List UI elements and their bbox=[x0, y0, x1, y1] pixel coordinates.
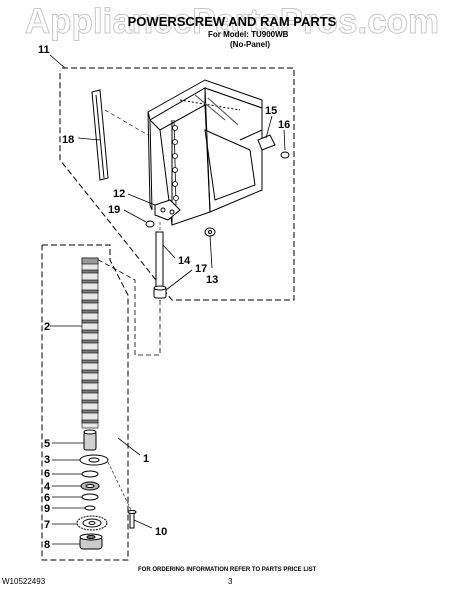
callout-7: 7 bbox=[44, 519, 50, 531]
document-number: W10522493 bbox=[2, 577, 46, 586]
callout-4: 4 bbox=[44, 481, 51, 493]
part-9-washer bbox=[84, 505, 96, 511]
watermark-text: AppliancePartsPros.com bbox=[24, 2, 440, 42]
callout-3: 3 bbox=[44, 454, 50, 466]
callout-15: 15 bbox=[265, 105, 277, 117]
ordering-note: FOR ORDERING INFORMATION REFER TO PARTS … bbox=[138, 567, 317, 573]
callout-2: 2 bbox=[44, 321, 50, 333]
callout-6-lower: 6 bbox=[44, 492, 50, 504]
part-13-nut bbox=[204, 227, 216, 237]
diagram-title: POWERSCREW AND RAM PARTS bbox=[127, 14, 337, 29]
powerscrew-assembly-outline bbox=[41, 244, 129, 561]
leader-1 bbox=[117, 437, 141, 456]
callout-5: 5 bbox=[44, 438, 50, 450]
callout-16: 16 bbox=[278, 119, 290, 131]
callout-10: 10 bbox=[155, 526, 167, 538]
part-6-washer-upper bbox=[81, 470, 99, 478]
part-8-nut bbox=[79, 533, 103, 550]
callout-9: 9 bbox=[44, 503, 50, 515]
leader-11 bbox=[49, 54, 66, 69]
callout-19: 19 bbox=[108, 204, 120, 216]
part-17-nut bbox=[153, 285, 167, 299]
part-5-collar bbox=[83, 429, 97, 451]
part-4-bearing bbox=[80, 481, 100, 491]
part-19-screw bbox=[145, 220, 155, 228]
ram-chain bbox=[172, 119, 179, 206]
part-3-plate bbox=[79, 454, 109, 466]
part-12-bracket bbox=[154, 199, 181, 221]
part-6-washer-lower bbox=[81, 493, 99, 501]
part-7-sprocket bbox=[76, 515, 108, 531]
part-14-rod bbox=[155, 231, 164, 288]
ram-housing bbox=[147, 79, 263, 226]
ram-assembly-outline bbox=[59, 67, 295, 301]
connection-line bbox=[94, 257, 161, 356]
callout-11: 11 bbox=[38, 44, 50, 56]
callout-12: 12 bbox=[113, 188, 125, 200]
callout-6-upper: 6 bbox=[44, 468, 50, 480]
part-18-strip bbox=[91, 89, 109, 181]
part-16-screw bbox=[280, 151, 290, 159]
callout-14: 14 bbox=[178, 255, 191, 267]
variant-label: (No-Panel) bbox=[230, 40, 270, 49]
page-number: 3 bbox=[228, 577, 233, 586]
model-line: For Model: TU900WB bbox=[208, 30, 289, 39]
callout-8: 8 bbox=[44, 539, 50, 551]
callout-17: 17 bbox=[195, 263, 207, 275]
callout-13: 13 bbox=[206, 274, 218, 286]
callout-1: 1 bbox=[143, 453, 149, 465]
part-10-bolt bbox=[127, 510, 137, 529]
callout-18: 18 bbox=[62, 134, 74, 146]
part-2-powerscrew bbox=[81, 257, 99, 429]
